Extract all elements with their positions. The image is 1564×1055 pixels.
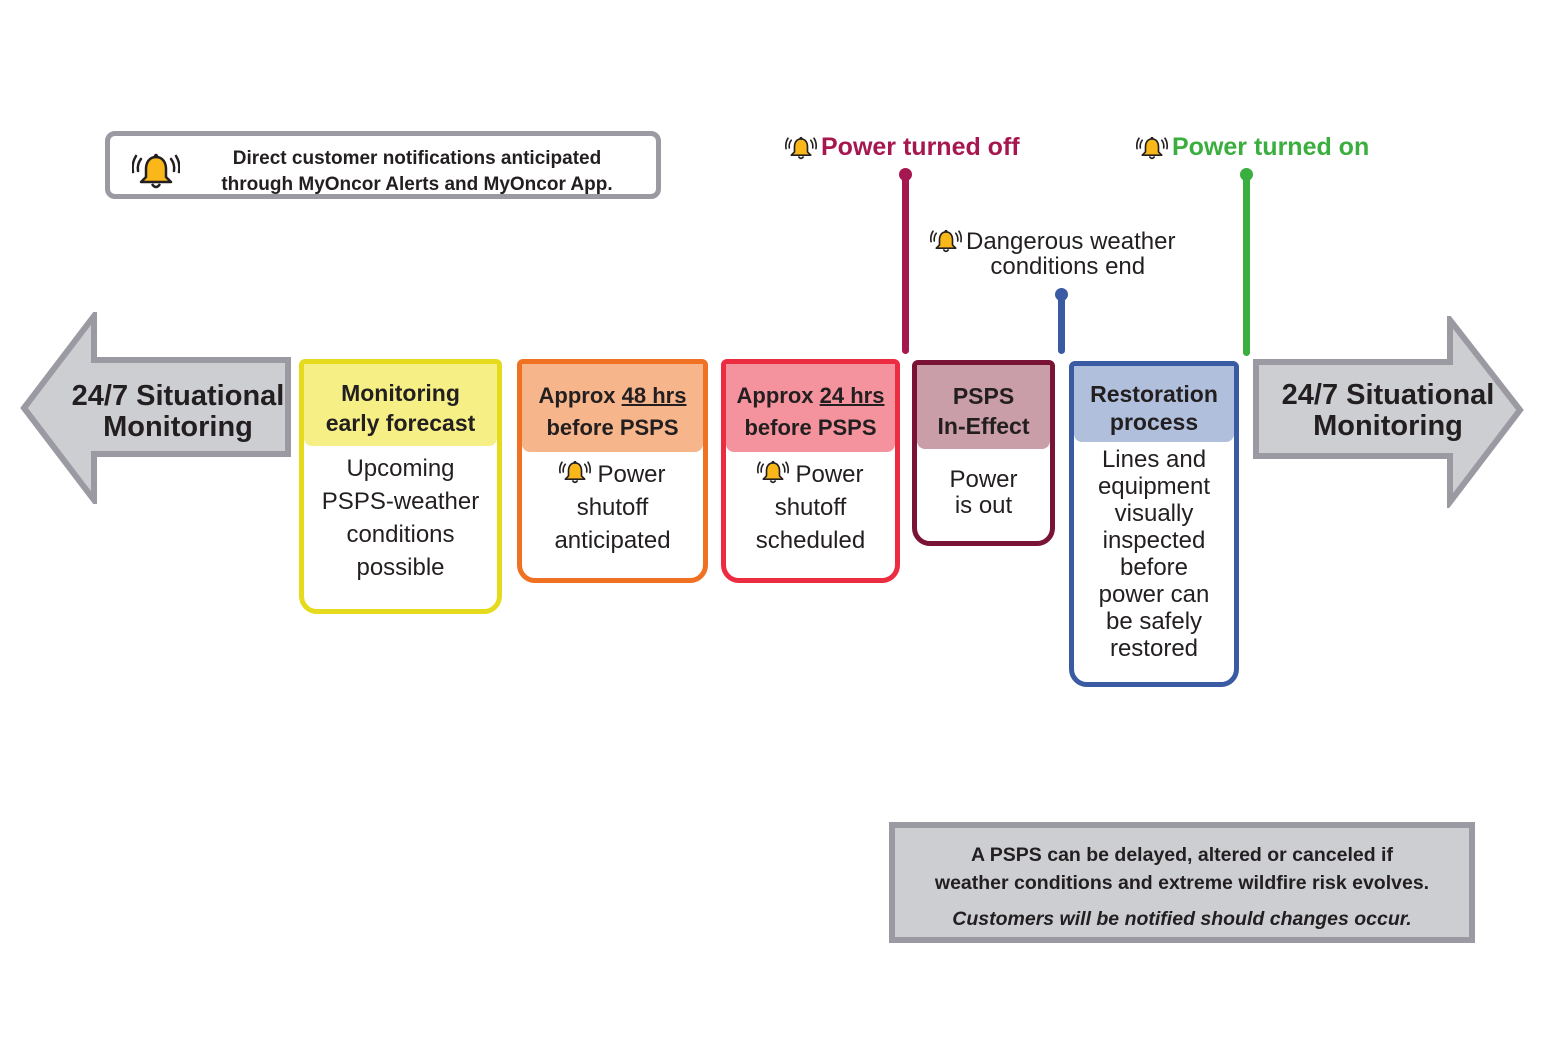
stage-monitoring-early-forecast: Monitoring early forecast Upcoming PSPS-… — [299, 359, 502, 614]
stage-description: Power is out — [917, 449, 1050, 519]
stage-title-line-1: Restoration — [1090, 381, 1218, 407]
stage-text-line: Power — [597, 461, 666, 488]
notice-line-2: through MyOncor Alerts and MyOncor App. — [221, 174, 613, 195]
notice-text: Direct customer notifications anticipate… — [190, 146, 644, 198]
stage-text-line: possible — [356, 554, 445, 581]
stage-24-hrs-before: Approx 24 hrs before PSPS Power shutoff … — [721, 359, 900, 583]
arrow-label-line-1: 24/7 Situational — [1281, 379, 1495, 411]
stage-title-line-2: early forecast — [325, 410, 476, 436]
stage-restoration-process: Restoration process Lines and equipment … — [1069, 361, 1239, 687]
stage-title-emphasis: 24 hrs — [819, 383, 885, 408]
power-on-marker-pin — [1240, 168, 1253, 356]
arrow-right-label: 24/7 Situational Monitoring — [1258, 380, 1518, 442]
milestone-power-turned-off: Power turned off — [785, 133, 1020, 162]
stage-title-prefix: Approx — [538, 383, 622, 408]
bell-alert-icon — [930, 228, 962, 254]
stage-text-line: is out — [954, 492, 1013, 519]
stage-text-line: inspected — [1102, 527, 1206, 554]
stage-title-line-1: PSPS — [952, 383, 1015, 409]
stage-title-line-2: In-Effect — [937, 413, 1030, 439]
stage-text-line: shutoff — [774, 494, 847, 521]
arrow-label-line-2: Monitoring — [103, 411, 253, 443]
bell-alert-icon — [559, 459, 591, 485]
stage-text-line: PSPS-weather — [321, 488, 480, 515]
stage-text-line: shutoff — [576, 494, 649, 521]
milestone-power-turned-on: Power turned on — [1136, 133, 1369, 162]
power-off-marker-pin — [899, 168, 912, 354]
stage-description: Upcoming PSPS-weather conditions possibl… — [304, 446, 497, 584]
disclaimer-note: Customers will be notified should change… — [952, 908, 1412, 930]
weather-end-marker-pin — [1055, 288, 1068, 354]
stage-text-line: Upcoming — [346, 455, 455, 482]
stage-header: Restoration process — [1074, 366, 1234, 442]
stage-title-line-2: process — [1109, 409, 1199, 435]
stage-psps-in-effect: PSPS In-Effect Power is out — [912, 360, 1055, 546]
stage-description: Power shutoff scheduled — [726, 452, 895, 557]
disclaimer-line-2: weather conditions and extreme wildfire … — [934, 872, 1430, 894]
stage-title-line-2: before PSPS — [744, 415, 877, 440]
stage-48-hrs-before: Approx 48 hrs before PSPS Power shutoff … — [517, 359, 708, 583]
stage-text-line: conditions — [346, 521, 455, 548]
stage-header: Approx 48 hrs before PSPS — [522, 364, 703, 452]
milestone-label: Power turned on — [1172, 133, 1370, 161]
stage-header: Approx 24 hrs before PSPS — [726, 364, 895, 452]
arrow-left-label: 24/7 Situational Monitoring — [48, 381, 308, 443]
arrow-right-shape — [1253, 316, 1524, 508]
milestone-label-line-1: Dangerous weather — [966, 227, 1176, 255]
situational-monitoring-arrow-left: 24/7 Situational Monitoring — [20, 312, 292, 504]
stage-text-line: before — [1119, 554, 1189, 581]
arrow-label-line-1: 24/7 Situational — [71, 380, 285, 412]
stage-title-line-1: Monitoring — [341, 380, 460, 406]
stage-text-line: equipment — [1097, 473, 1211, 500]
stage-text-line: anticipated — [554, 527, 671, 554]
bell-alert-icon — [757, 459, 789, 485]
stage-title-emphasis: 48 hrs — [621, 383, 687, 408]
stage-text-line: scheduled — [755, 527, 866, 554]
arrow-left-shape — [20, 312, 291, 504]
notice-line-1: Direct customer notifications anticipate… — [232, 148, 602, 169]
stage-text-line: be safely — [1105, 608, 1203, 635]
bell-alert-icon — [132, 151, 180, 191]
stage-title-prefix: Approx — [736, 383, 820, 408]
stage-header: Monitoring early forecast — [304, 364, 497, 446]
stage-description: Lines and equipment visually inspected b… — [1074, 442, 1234, 662]
bell-alert-icon — [1136, 135, 1168, 161]
stage-text-line: power can — [1098, 581, 1210, 608]
stage-text-line: restored — [1109, 635, 1199, 662]
stage-header: PSPS In-Effect — [917, 365, 1050, 449]
stage-text-line: Power — [949, 466, 1018, 493]
milestone-label-line-2: conditions end — [990, 253, 1146, 280]
arrow-label-line-2: Monitoring — [1313, 410, 1463, 442]
milestone-dangerous-weather-ends: Dangerous weather conditions end — [930, 228, 1175, 279]
disclaimer-box: A PSPS can be delayed, altered or cancel… — [889, 822, 1475, 943]
stage-text-line: Power — [795, 461, 864, 488]
stage-title-line-2: before PSPS — [546, 415, 679, 440]
disclaimer-line-1: A PSPS can be delayed, altered or cancel… — [971, 844, 1393, 866]
bell-alert-icon — [785, 135, 817, 161]
situational-monitoring-arrow-right: 24/7 Situational Monitoring — [1252, 316, 1524, 508]
stage-text-line: Lines and — [1101, 446, 1207, 473]
stage-text-line: visually — [1114, 500, 1194, 527]
notification-notice-box: Direct customer notifications anticipate… — [105, 131, 661, 199]
milestone-label: Power turned off — [821, 133, 1020, 161]
stage-description: Power shutoff anticipated — [522, 452, 703, 557]
